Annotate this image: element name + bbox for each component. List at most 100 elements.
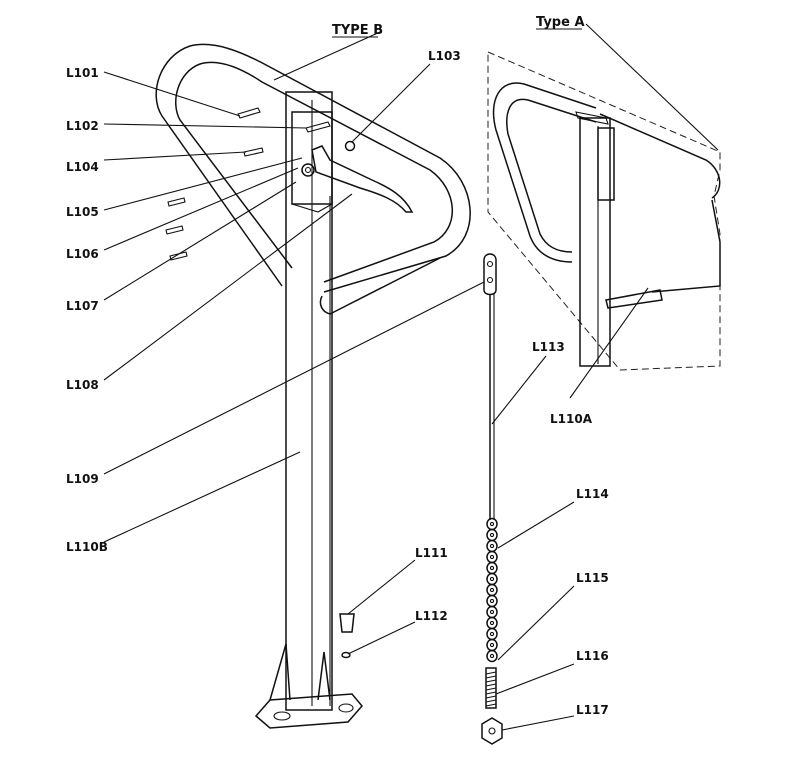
pin-l105	[167, 197, 186, 207]
leader-l110b	[103, 451, 301, 543]
washer-l112	[341, 651, 351, 659]
thread-line	[485, 675, 497, 679]
type-b-bracket-bottom	[291, 203, 333, 213]
leader-l108	[103, 193, 353, 381]
type-b-post	[285, 91, 333, 711]
leader-l113	[491, 355, 547, 425]
leader-l116	[495, 663, 575, 695]
type-a-handle-loop	[492, 82, 597, 263]
chain-link-hole	[489, 565, 495, 571]
type-a-post	[579, 117, 611, 367]
label-l109: L109	[66, 472, 99, 486]
label-l105: L105	[66, 205, 99, 219]
label-l103: L103	[428, 49, 461, 63]
leader-l111	[347, 559, 416, 615]
chain-link	[486, 616, 498, 630]
label-l102: L102	[66, 119, 99, 133]
label-l113: L113	[532, 340, 565, 354]
base-gusset-right	[317, 651, 331, 701]
lever-pivot	[301, 163, 315, 177]
leader-l102	[103, 123, 307, 129]
type-b-base-plate	[254, 693, 363, 729]
leader-l107	[103, 181, 297, 301]
push-rod-assembly	[481, 253, 503, 745]
label-l115: L115	[576, 571, 609, 585]
leader-type-a	[585, 23, 719, 151]
chain-link-hole	[489, 653, 495, 659]
pin-l106	[165, 225, 184, 235]
thread-line	[485, 695, 497, 699]
type-a-handle-grip	[605, 289, 663, 309]
chain-link-hole	[489, 642, 495, 648]
label-l111: L111	[415, 546, 448, 560]
thread-line	[485, 671, 497, 675]
label-l112: L112	[415, 609, 448, 623]
type-a-handle-top	[599, 113, 721, 199]
type-a-inset	[487, 51, 721, 371]
label-l107: L107	[66, 299, 99, 313]
chain-link-hole	[489, 521, 495, 527]
chain-link	[486, 605, 498, 619]
roll-pin-l101	[237, 107, 261, 119]
type-a-title: Type A	[536, 15, 585, 30]
leader-l115	[497, 585, 575, 661]
push-rod-eye-l109	[483, 253, 497, 296]
type-b-handle-assembly	[155, 43, 471, 729]
leader-l106	[103, 167, 299, 251]
chain-link	[486, 517, 498, 531]
type-b-title: TYPE B	[332, 23, 383, 38]
hex-nut-hole	[488, 727, 496, 735]
hex-nut-l117	[481, 717, 503, 745]
pin-l104	[243, 147, 264, 157]
label-l108: L108	[66, 378, 99, 392]
chain-link	[486, 561, 498, 575]
thread-line	[485, 683, 497, 687]
type-a-bracket	[597, 127, 615, 201]
titles: TYPE B Type A	[332, 15, 585, 38]
leader-l117	[501, 715, 575, 731]
chain-link	[486, 528, 498, 542]
base-hole-right	[338, 703, 354, 713]
type-b-handle-loop	[155, 43, 471, 293]
leader-l110a	[569, 287, 649, 399]
base-hole-left	[273, 711, 291, 721]
chain-link-hole	[489, 576, 495, 582]
leader-type-b	[273, 31, 381, 81]
leader-lines	[103, 23, 719, 731]
part-labels: L101 L102 L103 L104 L105 L106 L107 L108 …	[66, 49, 609, 717]
lever-pivot-center	[304, 166, 312, 174]
chain-link-hole	[489, 620, 495, 626]
chain-l114	[486, 517, 498, 663]
bolt-l111	[339, 613, 355, 633]
chain-link	[486, 550, 498, 564]
label-l110a: L110A	[550, 412, 593, 426]
label-l106: L106	[66, 247, 99, 261]
chain-link-hole	[489, 543, 495, 549]
label-l104: L104	[66, 160, 99, 174]
chain-link-hole	[489, 609, 495, 615]
thread-line	[485, 691, 497, 695]
type-a-dashed-boundary	[487, 51, 721, 371]
chain-link-hole	[489, 631, 495, 637]
type-a-cap	[575, 111, 609, 125]
type-b-handle-loop-inner	[175, 61, 454, 283]
label-l110b: L110B	[66, 540, 108, 554]
leader-l112	[347, 621, 416, 655]
thread-line	[485, 703, 497, 707]
thread-line	[485, 679, 497, 683]
chain-link	[486, 627, 498, 641]
leader-l104	[103, 151, 247, 161]
rod-eye-hole-top	[486, 260, 494, 268]
chain-link	[486, 638, 498, 652]
pin-l107	[169, 251, 188, 261]
label-l116: L116	[576, 649, 609, 663]
leader-l103	[351, 63, 431, 143]
chain-link	[486, 572, 498, 586]
chain-link-hole	[489, 598, 495, 604]
base-gusset-left	[269, 643, 291, 701]
nut-l103	[344, 140, 356, 152]
pin-l102	[305, 121, 331, 133]
chain-link	[486, 649, 498, 663]
type-b-handle-grip	[319, 257, 441, 315]
